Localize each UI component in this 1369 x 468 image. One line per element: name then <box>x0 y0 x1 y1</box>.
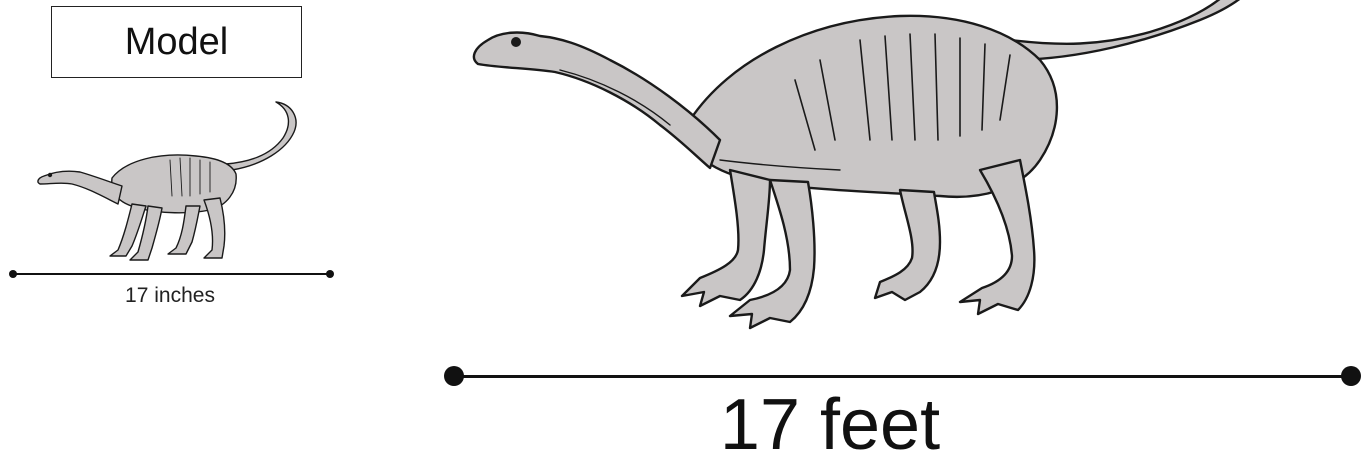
large-dinosaur-icon <box>0 0 1369 360</box>
large-scale-line <box>454 375 1351 378</box>
large-scale-right-dot <box>1341 366 1361 386</box>
large-scale-left-dot <box>444 366 464 386</box>
large-measure-label: 17 feet <box>600 385 1060 465</box>
